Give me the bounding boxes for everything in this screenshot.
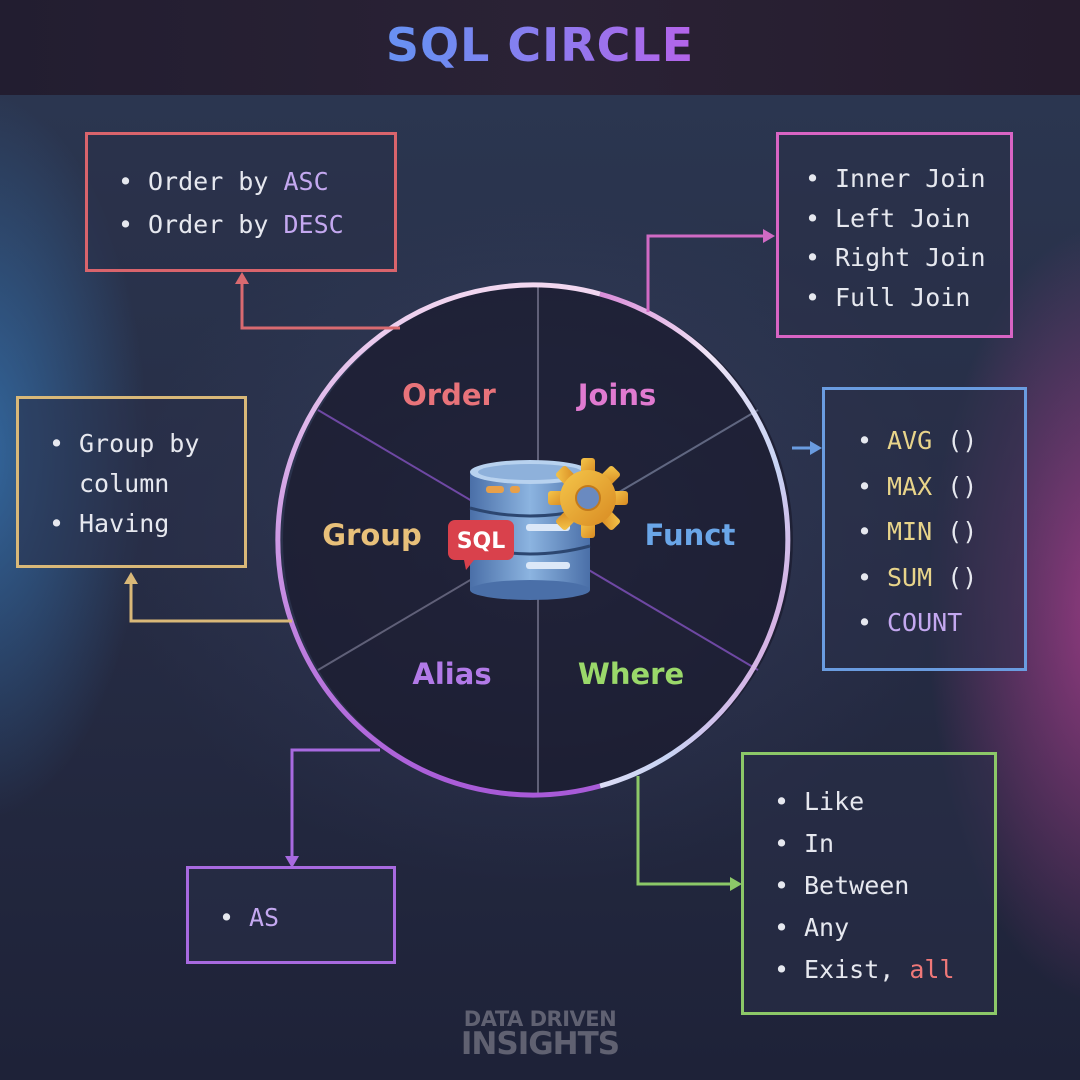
connector-order (240, 282, 400, 330)
arrow-where (730, 877, 742, 891)
order-list-item: • Order by ASC (118, 169, 344, 212)
where-list-item: • In (774, 831, 955, 873)
item-text: Inner Join (835, 164, 986, 193)
item-text: Left Join (835, 203, 971, 233)
group-list-item: column (49, 471, 199, 511)
order-list-item: • Order by DESC (118, 212, 344, 255)
funct-list-item: • AVG () (857, 428, 977, 474)
funct-list-item: • MIN () (857, 519, 977, 565)
bullet-icon: • (805, 203, 821, 233)
joins-list-item: • Full Join (805, 285, 986, 325)
title-bar (0, 0, 1080, 95)
segment-label-order: Order (402, 378, 496, 412)
item-text: Order by (148, 167, 284, 196)
keyword-text: all (909, 955, 955, 984)
bullet-icon: • (49, 509, 65, 538)
bullet-icon: • (805, 282, 821, 312)
alias-box: • AS (186, 866, 396, 964)
where-list-item: • Any (774, 915, 955, 957)
bullet-icon: • (857, 608, 873, 637)
bullet-icon: • (118, 210, 134, 239)
item-text: Having (79, 509, 170, 538)
bullet-icon: • (805, 243, 821, 272)
funct-list-item: • SUM () (857, 565, 977, 611)
where-list-item: • Like (774, 789, 955, 831)
segment-label-joins: Joins (577, 378, 657, 412)
item-text: Exist, (804, 955, 910, 984)
keyword-text: AVG (887, 426, 933, 455)
item-text: () (932, 562, 978, 592)
alias-list-item: • AS (219, 905, 279, 945)
brand-watermark: DATA DRIVEN INSIGHTS (440, 1007, 640, 1062)
sql-badge-text: SQL (457, 529, 506, 554)
arrow-order (235, 272, 249, 284)
brand-line-1: DATA DRIVEN (463, 1007, 617, 1031)
keyword-text: ASC (283, 167, 329, 196)
bullet-icon: • (857, 426, 873, 455)
bullet-icon: • (805, 164, 821, 193)
brand-line-2: INSIGHTS (460, 1025, 620, 1062)
bullet-icon: • (219, 903, 235, 932)
bullet-icon: • (118, 167, 134, 196)
keyword-text: AS (249, 903, 280, 932)
bullet-icon: • (857, 517, 873, 546)
bullet-icon: • (774, 955, 790, 984)
joins-box: • Inner Join • Left Join • Right Join • Full Jo… (776, 132, 1013, 338)
where-list-item: • Exist, all (774, 957, 955, 999)
joins-list-item: • Left Join (805, 206, 986, 246)
bullet-icon: • (857, 562, 873, 592)
where-list-item: • Between (774, 873, 955, 915)
connector-group (129, 582, 292, 623)
joins-list-item: • Inner Join (805, 166, 986, 206)
where-box: • Like • In • Between • Any • Exist, all (741, 752, 997, 1015)
circle-ring-right (599, 291, 791, 789)
segment-label-alias: Alias (412, 657, 492, 691)
connector-where (636, 776, 732, 886)
item-text: Group by (79, 429, 200, 458)
item-text: () (932, 471, 978, 501)
item-text: Full Join (835, 282, 971, 312)
keyword-text: SUM (887, 562, 933, 592)
bullet-icon: • (774, 829, 790, 858)
circle-ring-left (275, 282, 601, 798)
group-list-item: • Having (49, 511, 199, 551)
funct-box: • AVG () • MAX () • MIN () • SUM () • COUNT (822, 387, 1027, 671)
segment-label-group: Group (322, 518, 422, 552)
bullet-icon: • (774, 871, 790, 900)
connector-joins (646, 234, 765, 312)
item-text: () (932, 426, 978, 455)
item-text: Between (804, 871, 910, 900)
segment-label-where: Where (577, 657, 685, 691)
bullet-icon: • (857, 471, 873, 501)
group-box: • Group by column • Having (16, 396, 247, 568)
page-title: SQL CIRCLE (0, 18, 1080, 72)
keyword-text: MIN (887, 517, 933, 546)
arrow-group (124, 572, 138, 584)
bullet-icon: • (49, 429, 65, 458)
group-list-item: • Group by (49, 431, 199, 471)
connector-alias (290, 748, 380, 858)
item-text: In (804, 829, 835, 858)
item-text: Right Join (835, 243, 986, 272)
keyword-text: MAX (887, 471, 933, 501)
database-gear-icon: SQL (448, 458, 628, 600)
item-text: () (932, 517, 978, 546)
item-text: Like (804, 787, 865, 816)
item-text: Order by (148, 210, 284, 239)
keyword-text: COUNT (887, 608, 963, 637)
arrow-funct (810, 441, 822, 455)
arrow-joins (763, 229, 775, 243)
joins-list-item: • Right Join (805, 245, 986, 285)
segment-label-funct: Funct (644, 518, 736, 552)
order-box: • Order by ASC • Order by DESC (85, 132, 397, 272)
funct-list-item: • MAX () (857, 474, 977, 520)
item-text: Any (804, 913, 850, 942)
bullet-icon: • (774, 787, 790, 816)
funct-list-item: • COUNT (857, 610, 977, 656)
keyword-text: DESC (283, 210, 344, 239)
item-text: column (79, 469, 170, 498)
arrow-alias (285, 856, 299, 868)
bullet-icon: • (774, 913, 790, 942)
